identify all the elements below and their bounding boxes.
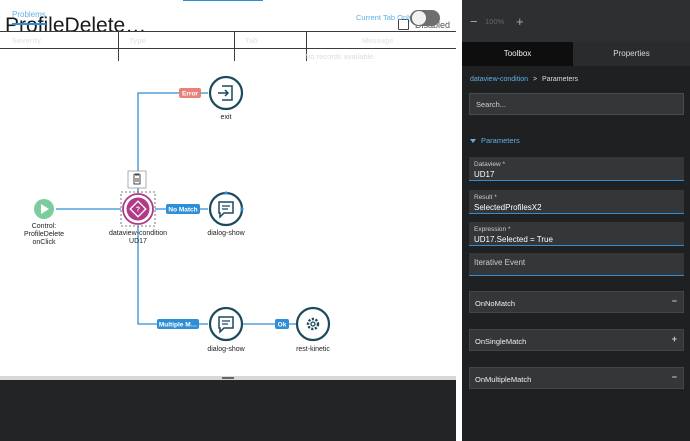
dataview-field-label: Dataview * (474, 161, 506, 168)
zoom-in-button[interactable]: + (516, 14, 524, 29)
event-on-multiple-match-label: OnMultipleMatch (475, 375, 532, 384)
column-divider (118, 31, 119, 61)
dialog-icon (218, 201, 234, 219)
event-on-single-match[interactable]: OnSingleMatch + (469, 329, 684, 351)
column-message[interactable]: Message (362, 36, 394, 45)
play-icon (41, 204, 49, 214)
badge-no-match[interactable]: No Match (166, 204, 200, 214)
node-dialog-show-2[interactable]: dialog-show (207, 306, 246, 353)
column-tab[interactable]: Tab (245, 36, 258, 45)
panel-gap (456, 0, 462, 441)
node-condition-label-2: UD17 (129, 238, 147, 245)
disabled-checkbox[interactable] (398, 19, 409, 30)
column-severity[interactable]: Severity (12, 36, 42, 45)
expression-field-label: Expression * (474, 226, 511, 233)
node-start[interactable]: Control: ProfileDelete onClick (24, 199, 64, 246)
flow-canvas[interactable]: Error No Match Multiple M… Ok Control: P… (0, 0, 456, 380)
node-dialog-show-2-label: dialog-show (207, 346, 245, 353)
breadcrumb-current: Parameters (541, 76, 579, 83)
event-on-single-match-label: OnSingleMatch (475, 337, 527, 346)
node-exit[interactable]: exit (208, 75, 244, 121)
node-exit-label: exit (221, 114, 232, 121)
event-on-no-match-label: OnNoMatch (475, 299, 516, 308)
expression-field[interactable]: Expression * UD17.Selected = True (469, 222, 684, 246)
zoom-bar (462, 0, 690, 42)
breadcrumb-link[interactable]: dataview-condition (470, 76, 528, 83)
trash-icon (133, 173, 141, 185)
node-start-label-1: Control: (32, 223, 57, 230)
badge-ok[interactable]: Ok (275, 319, 289, 329)
tab-toolbox[interactable]: Toolbox (462, 42, 573, 66)
node-rest-kinetic-label: rest-kinetic (296, 346, 330, 353)
result-field-value: SelectedProfilesX2 (474, 203, 542, 212)
breadcrumb-separator: > (532, 76, 538, 83)
tab-properties[interactable]: Properties (573, 42, 690, 66)
parameters-section-label: Parameters (481, 136, 520, 145)
zoom-out-button[interactable]: − (470, 14, 478, 29)
condition-diamond-icon: ? (129, 200, 147, 218)
node-condition[interactable]: ? dataview-condition UD17 (109, 170, 167, 245)
dataview-field-value: UD17 (474, 170, 495, 179)
chevron-down-icon (470, 138, 476, 143)
column-divider (306, 31, 307, 61)
column-divider (234, 31, 235, 61)
current-tab-only-knob[interactable] (412, 11, 426, 25)
badge-no-match-text: No Match (168, 207, 197, 214)
expression-field-value: UD17.Selected = True (474, 235, 553, 244)
dialog-icon (218, 316, 234, 334)
iterative-event-label: Iterative Event (474, 258, 526, 267)
current-tab-only-label: Current Tab Only (356, 13, 413, 22)
search-input[interactable]: Search... (469, 93, 684, 115)
collapse-button[interactable]: − (671, 372, 677, 382)
trash-button[interactable] (127, 170, 147, 189)
exit-icon (218, 85, 233, 101)
node-condition-label-1: dataview-condition (109, 230, 167, 237)
connector-condition-dialog2 (137, 226, 208, 325)
problems-table-header (0, 31, 456, 49)
badge-error[interactable]: Error (179, 88, 201, 98)
node-start-label-2: ProfileDelete (24, 231, 64, 238)
zoom-level: 100% (485, 17, 505, 26)
node-dialog-show-1[interactable]: dialog-show (207, 191, 246, 237)
node-dialog-show-1-label: dialog-show (207, 230, 245, 237)
result-field-label: Result * (474, 194, 497, 201)
collapse-button[interactable]: − (671, 296, 677, 306)
badge-error-text: Error (182, 91, 198, 98)
gear-icon (306, 317, 320, 331)
event-on-multiple-match[interactable]: OnMultipleMatch − (469, 367, 684, 389)
empty-state-text: No records available. (305, 52, 376, 61)
selection-box (120, 191, 156, 227)
badge-multiple-match[interactable]: Multiple M… (157, 319, 199, 329)
badge-multiple-match-text: Multiple M… (159, 322, 197, 329)
breadcrumb: dataview-condition > Parameters (470, 76, 578, 83)
result-field[interactable]: Result * SelectedProfilesX2 (469, 190, 684, 214)
event-on-no-match[interactable]: OnNoMatch − (469, 291, 684, 313)
node-rest-kinetic[interactable]: rest-kinetic (295, 306, 330, 353)
badge-ok-text: Ok (278, 322, 287, 329)
problems-panel (0, 380, 456, 441)
connector-condition-exit (137, 92, 208, 193)
parameters-section-header[interactable]: Parameters (470, 136, 520, 145)
expand-button[interactable]: + (671, 334, 677, 344)
node-start-label-3: onClick (33, 239, 56, 246)
splitter-grip[interactable] (222, 377, 234, 379)
dataview-field[interactable]: Dataview * UD17 (469, 157, 684, 181)
iterative-event-field[interactable]: Iterative Event (469, 253, 684, 276)
flow-diagram[interactable]: Error No Match Multiple M… Ok Control: P… (0, 0, 456, 380)
svg-text:?: ? (136, 207, 140, 214)
tab-problems[interactable]: Problems (12, 10, 46, 25)
column-type[interactable]: Type (129, 36, 146, 45)
